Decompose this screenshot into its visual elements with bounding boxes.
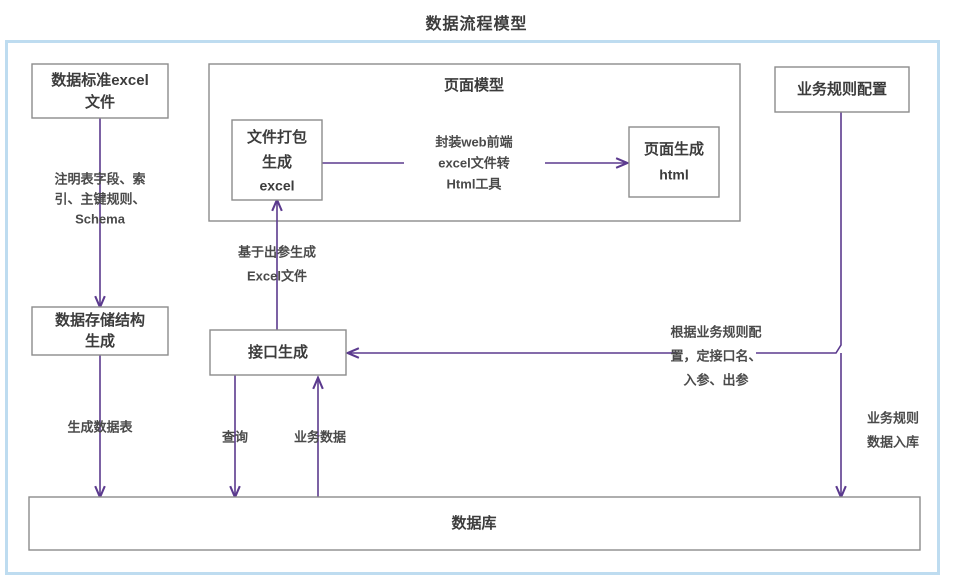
edge-label-interface-to-package-line1: 基于出参生成 — [237, 244, 316, 259]
node-business-rule-config-label: 业务规则配置 — [797, 80, 887, 98]
node-page-generate-html-line1: 页面生成 — [644, 140, 704, 158]
edge-label-standard-to-storage-line3: Schema — [75, 211, 126, 226]
node-interface-generate-label: 接口生成 — [248, 343, 308, 361]
node-data-standard-excel-line2: 文件 — [85, 93, 115, 111]
edge-label-rule-to-db-line2: 数据入库 — [867, 434, 919, 449]
edge-label-rule-to-interface-line1: 根据业务规则配 — [670, 324, 761, 339]
edge-label-interface-query-db: 查询 — [221, 429, 248, 444]
edge-label-package-to-page-line1: 封装web前端 — [435, 134, 512, 149]
node-data-storage-struct-line1: 数据存储结构 — [55, 311, 145, 329]
node-file-package-excel-line2: 生成 — [262, 153, 292, 171]
edge-label-storage-to-db: 生成数据表 — [67, 419, 133, 434]
node-database-label: 数据库 — [451, 514, 496, 532]
node-page-generate-html[interactable] — [628, 126, 720, 198]
edge-label-db-to-interface: 业务数据 — [294, 429, 346, 444]
node-data-storage-struct-line2: 生成 — [85, 332, 115, 350]
node-data-standard-excel-line1: 数据标准excel — [51, 71, 149, 89]
edge-label-package-to-page-line2: excel文件转 — [438, 155, 510, 170]
node-data-standard-excel[interactable] — [31, 63, 169, 119]
edge-label-interface-to-package-line2: Excel文件 — [247, 268, 307, 283]
node-database[interactable] — [28, 496, 921, 551]
edge-label-rule-to-interface-line3: 入参、出参 — [683, 372, 749, 387]
edge-label-package-to-page-line3: Html工具 — [447, 176, 502, 191]
node-file-package-excel-line1: 文件打包 — [247, 128, 307, 146]
edge-label-standard-to-storage-line1: 注明表字段、索 — [54, 171, 145, 186]
node-data-storage-struct[interactable] — [31, 306, 169, 356]
edge-rule-to-interface — [756, 112, 842, 354]
page-title: 数据流程模型 — [425, 16, 528, 33]
node-file-package-excel[interactable] — [231, 119, 323, 201]
edge-label-rule-to-interface-line2: 置，定接口名、 — [670, 348, 761, 363]
edge-label-standard-to-storage-line2: 引、主键规则、 — [54, 191, 145, 206]
group-page-model-title: 页面模型 — [444, 76, 504, 94]
edge-label-rule-to-db-line1: 业务规则 — [867, 410, 919, 425]
node-file-package-excel-line3: excel — [259, 178, 294, 194]
group-page-model — [208, 63, 741, 222]
node-business-rule-config[interactable] — [774, 66, 910, 113]
node-page-generate-html-line2: html — [659, 167, 689, 183]
node-interface-generate[interactable] — [209, 329, 347, 376]
